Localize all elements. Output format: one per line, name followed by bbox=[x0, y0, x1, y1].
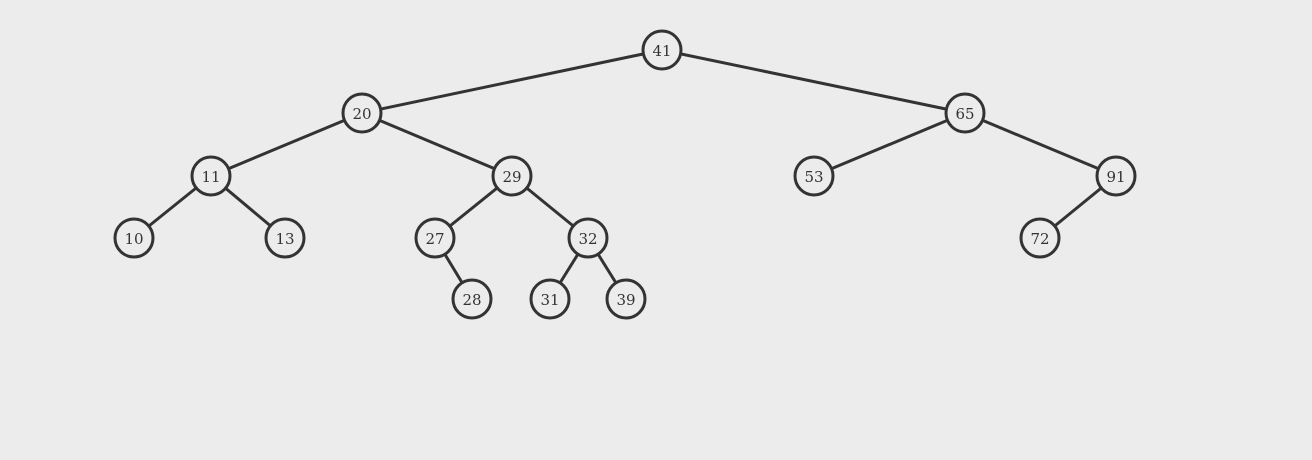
node-label-39: 39 bbox=[616, 291, 635, 309]
node-circle-91 bbox=[1095, 155, 1137, 197]
tree-node-41[interactable]: 41 bbox=[641, 29, 683, 71]
tree-edge-n41-n20 bbox=[360, 48, 664, 115]
node-circle-65 bbox=[944, 92, 986, 134]
node-label-91: 91 bbox=[1106, 168, 1125, 186]
node-label-65: 65 bbox=[955, 105, 974, 123]
node-circle-53 bbox=[793, 155, 835, 197]
node-label-31: 31 bbox=[540, 291, 559, 309]
tree-node-72[interactable]: 72 bbox=[1019, 217, 1061, 259]
tree-node-91[interactable]: 91 bbox=[1095, 155, 1137, 197]
node-label-32: 32 bbox=[578, 230, 597, 248]
node-circle-27 bbox=[414, 217, 456, 259]
tree-node-39[interactable]: 39 bbox=[605, 278, 647, 320]
node-circle-11 bbox=[190, 155, 232, 197]
tree-node-53[interactable]: 53 bbox=[793, 155, 835, 197]
node-label-72: 72 bbox=[1030, 230, 1049, 248]
node-circle-39 bbox=[605, 278, 647, 320]
tree-node-27[interactable]: 27 bbox=[414, 217, 456, 259]
tree-edge-n20-n11 bbox=[209, 111, 364, 178]
tree-node-28[interactable]: 28 bbox=[451, 278, 493, 320]
node-label-13: 13 bbox=[275, 230, 294, 248]
tree-node-13[interactable]: 13 bbox=[264, 217, 306, 259]
node-circle-72 bbox=[1019, 217, 1061, 259]
tree-node-32[interactable]: 32 bbox=[567, 217, 609, 259]
node-label-27: 27 bbox=[425, 230, 444, 248]
node-label-10: 10 bbox=[124, 230, 143, 248]
node-label-53: 53 bbox=[804, 168, 823, 186]
node-circle-41 bbox=[641, 29, 683, 71]
node-label-29: 29 bbox=[502, 168, 521, 186]
node-circle-28 bbox=[451, 278, 493, 320]
tree-edge-n65-n53 bbox=[812, 111, 967, 178]
node-circle-29 bbox=[491, 155, 533, 197]
node-circle-20 bbox=[341, 92, 383, 134]
tree-node-31[interactable]: 31 bbox=[529, 278, 571, 320]
node-label-11: 11 bbox=[201, 168, 220, 186]
tree-edge-n41-n65 bbox=[660, 48, 967, 115]
node-label-28: 28 bbox=[462, 291, 481, 309]
node-circle-32 bbox=[567, 217, 609, 259]
node-circle-10 bbox=[113, 217, 155, 259]
node-layer: 41 20 65 11 29 53 91 10 13 27 32 72 28 31 39 bbox=[113, 29, 1137, 320]
tree-node-10[interactable]: 10 bbox=[113, 217, 155, 259]
tree-node-65[interactable]: 65 bbox=[944, 92, 986, 134]
tree-node-11[interactable]: 11 bbox=[190, 155, 232, 197]
node-label-41: 41 bbox=[652, 42, 671, 60]
tree-node-20[interactable]: 20 bbox=[341, 92, 383, 134]
node-circle-13 bbox=[264, 217, 306, 259]
node-circle-31 bbox=[529, 278, 571, 320]
tree-edge-n65-n91 bbox=[963, 111, 1118, 178]
node-label-20: 20 bbox=[352, 105, 371, 123]
tree-edge-n20-n29 bbox=[360, 111, 514, 178]
edge-layer bbox=[132, 48, 1118, 301]
tree-node-29[interactable]: 29 bbox=[491, 155, 533, 197]
